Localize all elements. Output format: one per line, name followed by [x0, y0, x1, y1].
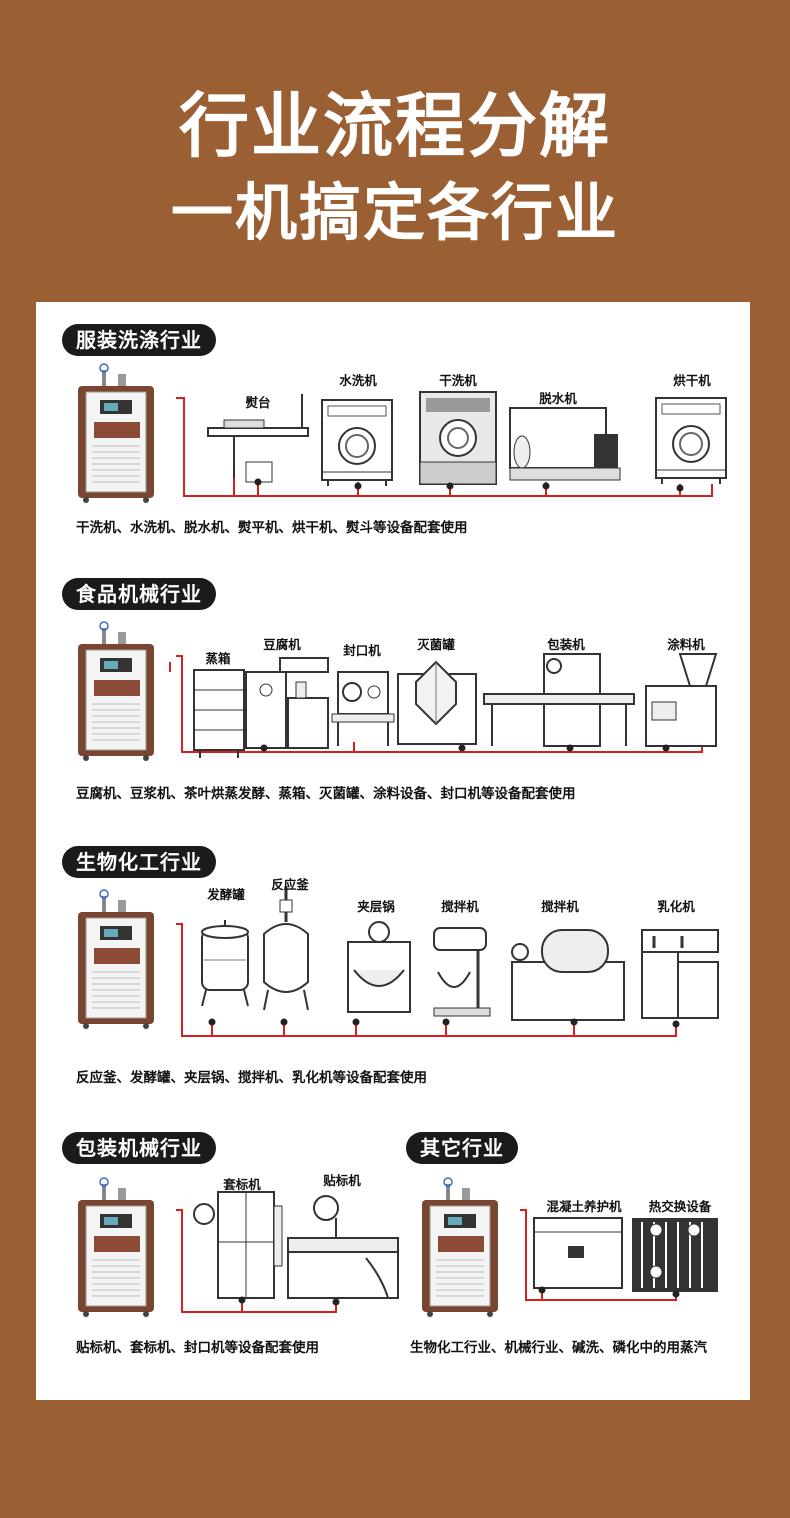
machine-label: 蒸箱: [205, 651, 231, 666]
machine-label: 熨台: [245, 395, 271, 410]
section-title-biochem: 生物化工行业: [62, 846, 216, 878]
machine-label: 混凝土养护机: [546, 1199, 622, 1214]
coating-machine-icon: [645, 653, 718, 747]
page-subtitle: 一机搞定各行业: [170, 176, 619, 249]
diagram-canvas: [77, 363, 727, 1318]
section-food: [77, 621, 718, 762]
machine-label: 套标机: [223, 1177, 261, 1192]
content-panel: 服装洗涤行业 食品机械行业 生物化工行业 包装机械行业 其它行业 熨台 水洗机 …: [36, 302, 750, 1400]
footer-band: [0, 1440, 790, 1518]
machine-label: 搅拌机: [441, 899, 479, 914]
mixer-2-icon: [511, 929, 625, 1021]
reaction-kettle-icon: [263, 886, 309, 1011]
section-title-packaging: 包装机械行业: [62, 1132, 216, 1164]
labeling-machine-icon: [287, 1195, 399, 1299]
machine-label: 搅拌机: [541, 899, 579, 914]
machine-label: 烘干机: [673, 373, 711, 388]
dry-cleaning-machine-icon: [419, 391, 497, 485]
usage-note: 干洗机、水洗机、脱水机、熨平机、烘干机、熨斗等设备配套使用: [76, 520, 468, 536]
machine-label: 热交换设备: [648, 1199, 712, 1214]
ironing-table-icon: [207, 394, 309, 483]
section-title-other: 其它行业: [406, 1132, 518, 1164]
section-title-food: 食品机械行业: [62, 578, 216, 610]
washing-machine-icon: [321, 399, 393, 487]
sterilization-tank-icon: [397, 660, 477, 745]
section-biochem: [77, 886, 719, 1037]
machine-label: 封口机: [343, 643, 381, 658]
machine-label: 贴标机: [323, 1173, 361, 1188]
machine-label: 乳化机: [657, 899, 695, 914]
hero-banner: 行业流程分解 一机搞定各行业: [0, 0, 790, 300]
steam-boiler-icon: [421, 1177, 499, 1318]
packaging-machine-icon: [483, 653, 635, 747]
machine-label: 干洗机: [439, 373, 477, 388]
dewatering-machine-icon: [509, 407, 621, 481]
steam-boiler-icon: [77, 363, 155, 504]
machine-label: 涂料机: [667, 637, 705, 652]
machine-label: 反应釜: [271, 877, 309, 892]
steamer-icon: [193, 669, 245, 759]
machine-label: 发酵罐: [207, 887, 245, 902]
usage-note: 生物化工行业、机械行业、碱洗、磷化中的用蒸汽: [410, 1340, 707, 1356]
machine-label: 脱水机: [539, 391, 577, 406]
sleeve-labeling-machine-icon: [193, 1191, 283, 1299]
steam-boiler-icon: [77, 1177, 155, 1318]
steam-boiler-icon: [77, 889, 155, 1030]
steam-boiler-icon: [77, 621, 155, 762]
fermentation-tank-icon: [201, 919, 249, 1007]
machine-label: 豆腐机: [263, 637, 301, 652]
emulsifier-icon: [641, 929, 719, 1019]
section-title-laundry: 服装洗涤行业: [62, 324, 216, 356]
jacketed-kettle-icon: [347, 921, 411, 1013]
heat-exchanger-icon: [632, 1218, 718, 1292]
page-title: 行业流程分解: [179, 85, 611, 167]
section-laundry: [77, 363, 727, 504]
usage-note: 贴标机、套标机、封口机等设备配套使用: [76, 1340, 319, 1356]
machine-label: 水洗机: [339, 373, 377, 388]
usage-note: 豆腐机、豆浆机、茶叶烘蒸发酵、蒸箱、灭菌罐、涂料设备、封口机等设备配套使用: [76, 786, 576, 802]
concrete-curing-machine-icon: [533, 1217, 623, 1289]
section-packaging: [77, 1177, 399, 1318]
section-other: [421, 1177, 718, 1318]
usage-note: 反应釜、发酵罐、夹层锅、搅拌机、乳化机等设备配套使用: [76, 1070, 427, 1086]
machine-label: 包装机: [547, 637, 585, 652]
machine-label: 灭菌罐: [417, 637, 455, 652]
machine-label: 夹层锅: [357, 899, 395, 914]
sealing-machine-icon: [331, 671, 395, 746]
mixer-icon: [433, 927, 491, 1017]
tofu-machine-icon: [245, 657, 329, 749]
dryer-icon: [655, 397, 727, 485]
